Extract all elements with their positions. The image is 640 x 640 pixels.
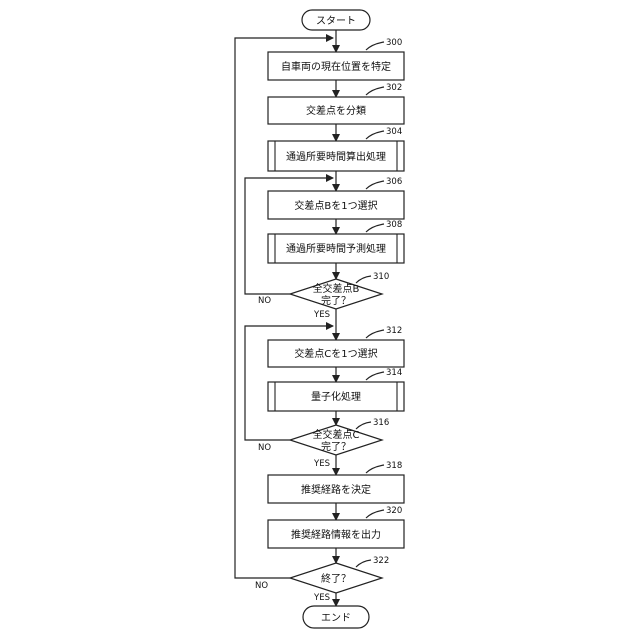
step-302-label: 交差点を分類	[306, 104, 366, 117]
leader-302	[366, 87, 384, 95]
step-314-label: 量子化処理	[311, 390, 361, 403]
ref-314: 314	[386, 368, 402, 378]
step-308-label: 通過所要時間予測処理	[286, 242, 386, 255]
start-terminal: スタート	[302, 10, 370, 30]
leader-308	[366, 224, 384, 232]
step-304-subprocess: 通過所要時間算出処理	[268, 141, 404, 171]
leader-312	[366, 330, 384, 338]
end-label: エンド	[321, 613, 351, 624]
decision-310-line2: 完了？	[321, 294, 351, 307]
decision-322: 終了？	[290, 563, 382, 593]
ref-306: 306	[386, 177, 402, 187]
decision-310-line1: 全交差点B	[313, 282, 360, 295]
ref-300: 300	[386, 38, 402, 48]
step-302: 交差点を分類	[268, 97, 404, 124]
step-304-label: 通過所要時間算出処理	[286, 150, 386, 163]
ref-308: 308	[386, 220, 402, 230]
step-320-label: 推奨経路情報を出力	[291, 528, 381, 541]
leader-314	[366, 372, 384, 380]
step-306: 交差点Bを1つ選択	[268, 191, 404, 219]
leader-322	[356, 560, 371, 567]
ref-322: 322	[373, 556, 389, 566]
step-318: 推奨経路を決定	[268, 475, 404, 503]
leader-320	[366, 510, 384, 518]
decision-316: 全交差点C 完了？	[290, 425, 382, 455]
end-terminal: エンド	[303, 606, 369, 628]
step-300: 自車両の現在位置を特定	[268, 52, 404, 80]
leader-316	[356, 422, 371, 429]
decision-322-no-label: NO	[255, 581, 268, 591]
ref-304: 304	[386, 127, 402, 137]
ref-320: 320	[386, 506, 402, 516]
step-312-label: 交差点Cを1つ選択	[294, 347, 377, 360]
leader-310	[356, 276, 371, 283]
leader-304	[366, 131, 384, 139]
ref-302: 302	[386, 83, 402, 93]
decision-310: 全交差点B 完了？	[290, 279, 382, 309]
decision-310-yes-label: YES	[313, 310, 330, 320]
step-318-label: 推奨経路を決定	[301, 483, 371, 496]
decision-322-line1: 終了？	[321, 572, 351, 585]
step-314-subprocess: 量子化処理	[268, 382, 404, 411]
step-300-label: 自車両の現在位置を特定	[281, 60, 391, 73]
start-label: スタート	[316, 15, 356, 27]
leader-318	[366, 465, 384, 473]
ref-318: 318	[386, 461, 402, 471]
leader-300	[366, 42, 384, 50]
ref-312: 312	[386, 326, 402, 336]
leader-306	[366, 181, 384, 189]
step-312: 交差点Cを1つ選択	[268, 340, 404, 367]
decision-310-no-label: NO	[258, 296, 271, 306]
decision-316-line2: 完了？	[321, 440, 351, 453]
step-320: 推奨経路情報を出力	[268, 520, 404, 548]
decision-316-yes-label: YES	[313, 459, 330, 469]
ref-316: 316	[373, 418, 389, 428]
step-308-subprocess: 通過所要時間予測処理	[268, 234, 404, 263]
decision-322-yes-label: YES	[313, 593, 330, 603]
decision-316-no-label: NO	[258, 443, 271, 453]
ref-310: 310	[373, 272, 389, 282]
step-306-label: 交差点Bを1つ選択	[294, 199, 377, 212]
decision-316-line1: 全交差点C	[313, 428, 360, 441]
